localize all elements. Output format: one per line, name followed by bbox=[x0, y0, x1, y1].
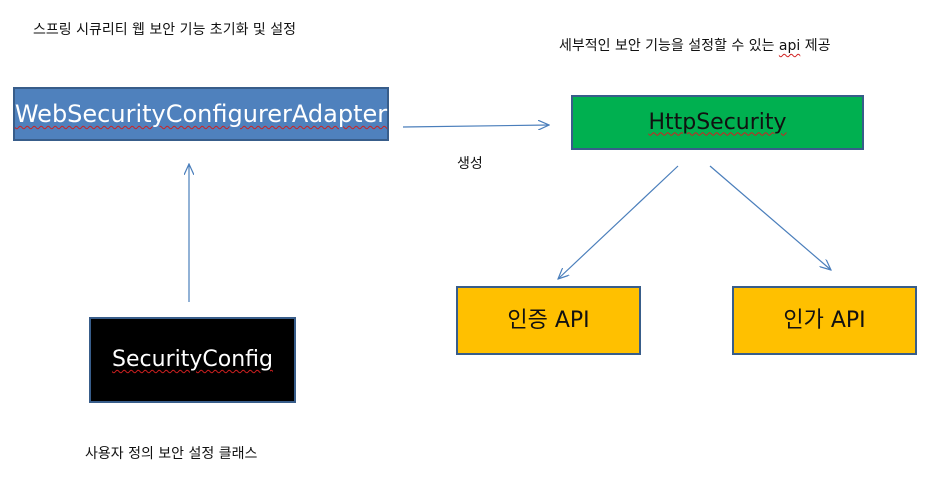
authentication-api-label: 인증 API bbox=[507, 307, 590, 333]
http-security-box: HttpSecurity bbox=[571, 95, 864, 150]
api-caption-api: api bbox=[778, 38, 801, 54]
http-security-label: HttpSecurity bbox=[648, 109, 787, 135]
class-caption: 사용자 정의 보안 설정 클래스 bbox=[85, 447, 257, 461]
web-security-configurer-adapter-label: WebSecurityConfigurerAdapter bbox=[14, 100, 388, 128]
api-caption-after: 제공 bbox=[800, 38, 831, 54]
api-caption-before: 세부적인 보안 기능을 설정할 수 있는 bbox=[559, 38, 779, 54]
security-config-box: SecurityConfig bbox=[89, 317, 296, 403]
web-security-configurer-adapter-box: WebSecurityConfigurerAdapter bbox=[13, 87, 389, 141]
init-caption: 스프링 시큐리티 웹 보안 기능 초기화 및 설정 bbox=[33, 23, 296, 37]
api-caption: 세부적인 보안 기능을 설정할 수 있는 api 제공 bbox=[559, 39, 830, 53]
init-caption-text: 스프링 시큐리티 웹 보안 기능 초기화 및 설정 bbox=[33, 22, 296, 38]
create-label: 생성 bbox=[457, 157, 483, 171]
arrow-http-security-to-authorization bbox=[709, 165, 831, 270]
authentication-api-box: 인증 API bbox=[456, 286, 641, 355]
security-config-label: SecurityConfig bbox=[112, 347, 273, 372]
create-label-text: 생성 bbox=[457, 156, 483, 172]
arrow-adapter-to-http-security bbox=[402, 125, 549, 127]
arrow-http-security-to-authentication bbox=[558, 165, 679, 279]
authorization-api-box: 인가 API bbox=[732, 286, 917, 355]
class-caption-text: 사용자 정의 보안 설정 클래스 bbox=[85, 446, 258, 462]
authorization-api-label: 인가 API bbox=[783, 307, 866, 333]
